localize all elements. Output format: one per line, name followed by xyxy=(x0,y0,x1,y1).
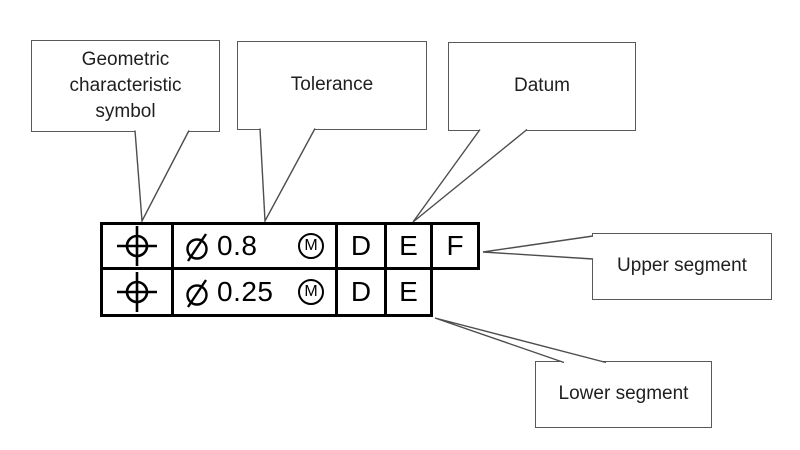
datum-letter: D xyxy=(350,276,372,307)
modifier-letter: M xyxy=(304,237,318,254)
datum-letter: F xyxy=(446,230,464,261)
callout-upper-segment-label: Upper segment xyxy=(617,255,747,277)
feature-control-frame: 0.8 M D E F xyxy=(100,222,480,317)
callout-tolerance-label: Tolerance xyxy=(290,74,374,96)
datum-cell-secondary: E xyxy=(384,267,433,317)
datum-cell-secondary: E xyxy=(384,222,433,270)
tolerance-value: 0.25 xyxy=(217,276,274,307)
callout-lower-segment-label: Lower segment xyxy=(558,383,689,405)
datum-letter: E xyxy=(399,276,418,307)
position-symbol-icon xyxy=(117,272,157,312)
callout-datum-label: Datum xyxy=(514,75,570,97)
leader-tail-tolerance xyxy=(259,128,316,224)
tolerance-value: 0.8 xyxy=(217,230,258,261)
geometric-characteristic-cell xyxy=(100,222,174,270)
datum-letter: E xyxy=(399,230,418,261)
tolerance-cell: 0.8 M xyxy=(171,222,338,270)
tolerance-cell: 0.25 M xyxy=(171,267,338,317)
callout-upper-segment: Upper segment xyxy=(592,233,772,300)
mmc-modifier-icon: M xyxy=(298,233,324,259)
datum-cell-primary: D xyxy=(335,222,387,270)
datum-letter: D xyxy=(350,230,372,261)
leader-tail-geometric xyxy=(134,130,190,224)
diameter-symbol-icon xyxy=(186,279,208,308)
fcf-upper-segment-row: 0.8 M D E F xyxy=(100,222,480,270)
datum-cell-primary: D xyxy=(335,267,387,317)
leader-tail-upper-segment xyxy=(482,235,594,260)
modifier-letter: M xyxy=(304,283,318,300)
diameter-symbol-icon xyxy=(186,233,208,262)
callout-geometric-label: Geometric characteristic symbol xyxy=(69,48,182,123)
callout-geometric-characteristic-symbol: Geometric characteristic symbol xyxy=(31,40,220,132)
leader-tail-datum xyxy=(412,128,528,223)
datum-cell-tertiary: F xyxy=(430,222,480,270)
geometric-characteristic-cell xyxy=(100,267,174,317)
position-symbol-icon xyxy=(117,226,157,266)
fcf-lower-segment-row: 0.25 M D E xyxy=(100,267,480,317)
callout-lower-segment: Lower segment xyxy=(535,361,712,428)
leader-tail-lower-segment xyxy=(434,317,607,364)
callout-datum: Datum xyxy=(448,42,636,131)
mmc-modifier-icon: M xyxy=(298,279,324,305)
callout-tolerance: Tolerance xyxy=(237,41,427,130)
